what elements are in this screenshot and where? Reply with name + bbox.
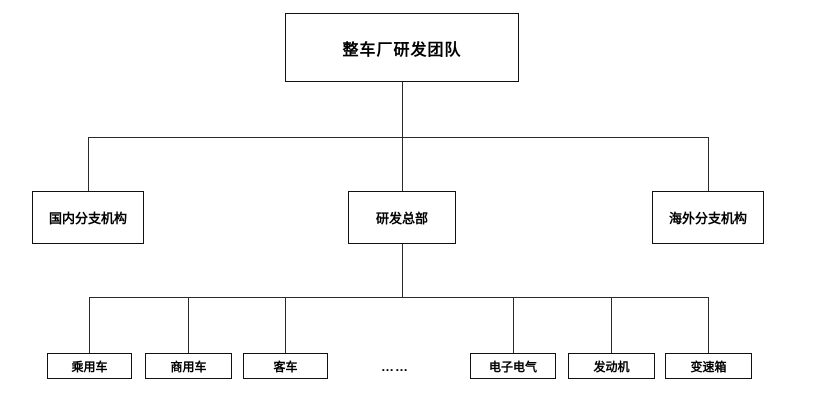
node-commercial-vehicle: 商用车 [145, 353, 232, 379]
ellipsis-more-indicator: …… [381, 358, 409, 374]
node-transmission: 变速箱 [665, 353, 752, 379]
node-engine: 发动机 [568, 353, 655, 379]
connector-drop-commercial-vehicle [188, 297, 189, 353]
connector-drop-domestic-branches [88, 137, 89, 191]
node-bus: 客车 [243, 353, 328, 379]
connector-root-to-level2-vertical [402, 82, 403, 191]
node-passenger-car: 乘用车 [47, 353, 132, 379]
connector-hq-to-level3-vertical [402, 244, 403, 297]
connector-level2-horizontal [88, 137, 708, 138]
node-rd-headquarters: 研发总部 [348, 191, 456, 244]
connector-drop-transmission [708, 297, 709, 353]
connector-drop-bus [285, 297, 286, 353]
node-overseas-branches: 海外分支机构 [652, 191, 764, 244]
connector-drop-overseas-branches [708, 137, 709, 191]
connector-drop-engine [611, 297, 612, 353]
connector-drop-passenger-car [89, 297, 90, 353]
node-domestic-branches: 国内分支机构 [32, 191, 144, 244]
connector-drop-electronics-electrical [513, 297, 514, 353]
node-vehicle-oem-rd-team: 整车厂研发团队 [285, 13, 519, 82]
connector-level3-horizontal [89, 297, 708, 298]
node-electronics-electrical: 电子电气 [470, 353, 556, 379]
